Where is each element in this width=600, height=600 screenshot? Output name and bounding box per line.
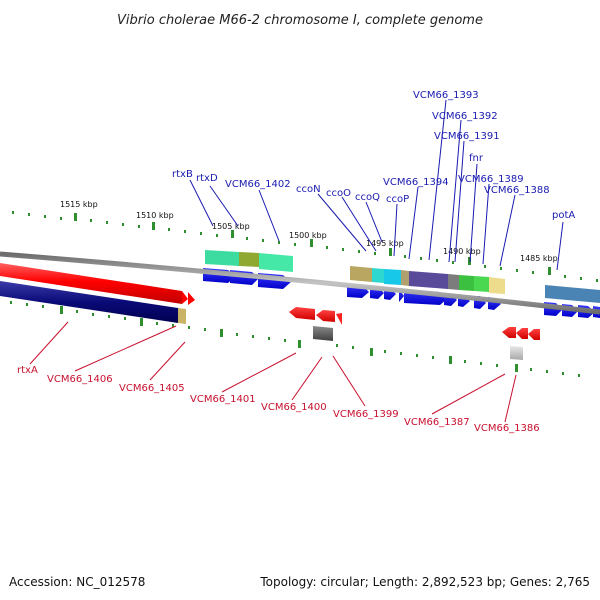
reverse-gene-labels: rtxA VCM66_1406 VCM66_1405 VCM66_1401 VC… xyxy=(17,365,540,434)
scale-label: 1505 kbp xyxy=(212,222,250,231)
forward-gene-labels: rtxB rtxD VCM66_1402 ccoN ccoO ccoQ ccoP… xyxy=(172,90,575,221)
inner-tick-row xyxy=(10,301,580,377)
gene-label-vcm66-1388: VCM66_1388 xyxy=(484,185,550,196)
scale-label: 1490 kbp xyxy=(443,247,481,256)
outer-major-ticks xyxy=(74,213,551,275)
outer-tick-row xyxy=(12,211,598,282)
genome-backbone xyxy=(0,251,600,315)
inner-major-ticks xyxy=(60,306,518,372)
gene-label-vcm66-1389: VCM66_1389 xyxy=(458,174,524,185)
gene-label-vcm66-1392: VCM66_1392 xyxy=(432,111,498,122)
genome-summary-text: Topology: circular; Length: 2,892,523 bp… xyxy=(259,575,590,589)
forward-label-leaders xyxy=(189,99,564,271)
reverse-large-genes xyxy=(0,263,195,324)
gene-label-vcm66-1387: VCM66_1387 xyxy=(404,417,470,428)
gene-label-ccon: ccoN xyxy=(296,184,321,195)
gene-label-vcm66-1405: VCM66_1405 xyxy=(119,383,185,394)
gene-label-cco-o: ccoO xyxy=(326,188,351,199)
gene-label-rtxb: rtxB xyxy=(172,169,193,180)
gene-label-ccop: ccoP xyxy=(386,194,409,205)
scale-label: 1495 kbp xyxy=(366,239,404,248)
reverse-small-genes xyxy=(289,307,540,360)
forward-cog-boxes xyxy=(205,250,600,303)
scale-label: 1500 kbp xyxy=(289,231,327,240)
gene-label-vcm66-1400: VCM66_1400 xyxy=(261,402,327,413)
gene-label-vcm66-1406: VCM66_1406 xyxy=(47,374,113,385)
scale-label: 1515 kbp xyxy=(60,200,98,209)
map-title: Vibrio cholerae M66-2 chromosome I, comp… xyxy=(117,13,483,28)
gene-label-ccoq: ccoQ xyxy=(355,192,380,203)
gene-label-rtxd: rtxD xyxy=(196,173,218,184)
reverse-label-leaders xyxy=(29,321,517,423)
scale-labels: 1515 kbp 1510 kbp 1505 kbp 1500 kbp 1495… xyxy=(60,200,558,263)
gene-label-rtxa: rtxA xyxy=(17,365,38,376)
scale-label: 1510 kbp xyxy=(136,211,174,220)
accession-text: Accession: NC_012578 xyxy=(9,575,145,589)
gene-label-vcm66-1393: VCM66_1393 xyxy=(413,90,479,101)
gene-label-vcm66-1402: VCM66_1402 xyxy=(225,179,291,190)
gene-label-vcm66-1394: VCM66_1394 xyxy=(383,177,449,188)
gene-label-pota: potA xyxy=(552,210,575,221)
gene-label-fnr: fnr xyxy=(469,153,484,164)
gene-label-vcm66-1401: VCM66_1401 xyxy=(190,394,256,405)
gene-label-vcm66-1386: VCM66_1386 xyxy=(474,423,540,434)
gene-label-vcm66-1391: VCM66_1391 xyxy=(434,131,500,142)
scale-label: 1485 kbp xyxy=(520,254,558,263)
gene-label-vcm66-1399: VCM66_1399 xyxy=(333,409,399,420)
